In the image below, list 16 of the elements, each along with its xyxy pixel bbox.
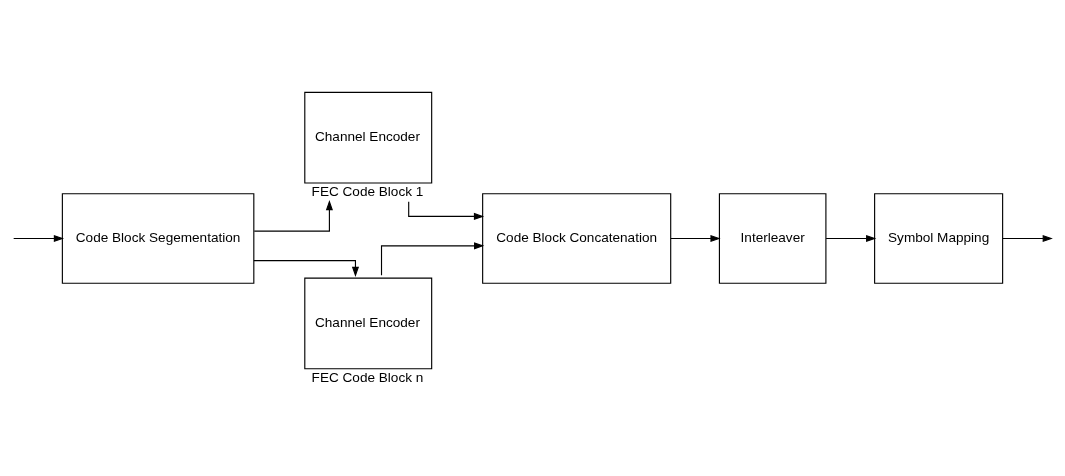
node-box: Channel Encoder xyxy=(304,91,433,184)
node-box: Code Block Segementation xyxy=(61,192,255,284)
arrow xyxy=(670,234,721,242)
arrow xyxy=(253,259,360,277)
node-box: Channel Encoder xyxy=(304,277,433,369)
node-box: Interleaver xyxy=(718,192,827,284)
arrow xyxy=(13,234,64,242)
arrow xyxy=(825,234,877,242)
arrow xyxy=(380,241,485,276)
node-label: FEC Code Block n xyxy=(311,369,424,385)
arrow xyxy=(1002,234,1053,242)
arrow xyxy=(408,200,485,220)
node-box: Code Block Concatenation xyxy=(482,192,672,284)
node-box: Symbol Mapping xyxy=(874,192,1004,284)
node-label: FEC Code Block 1 xyxy=(311,183,424,199)
arrow xyxy=(253,199,333,232)
